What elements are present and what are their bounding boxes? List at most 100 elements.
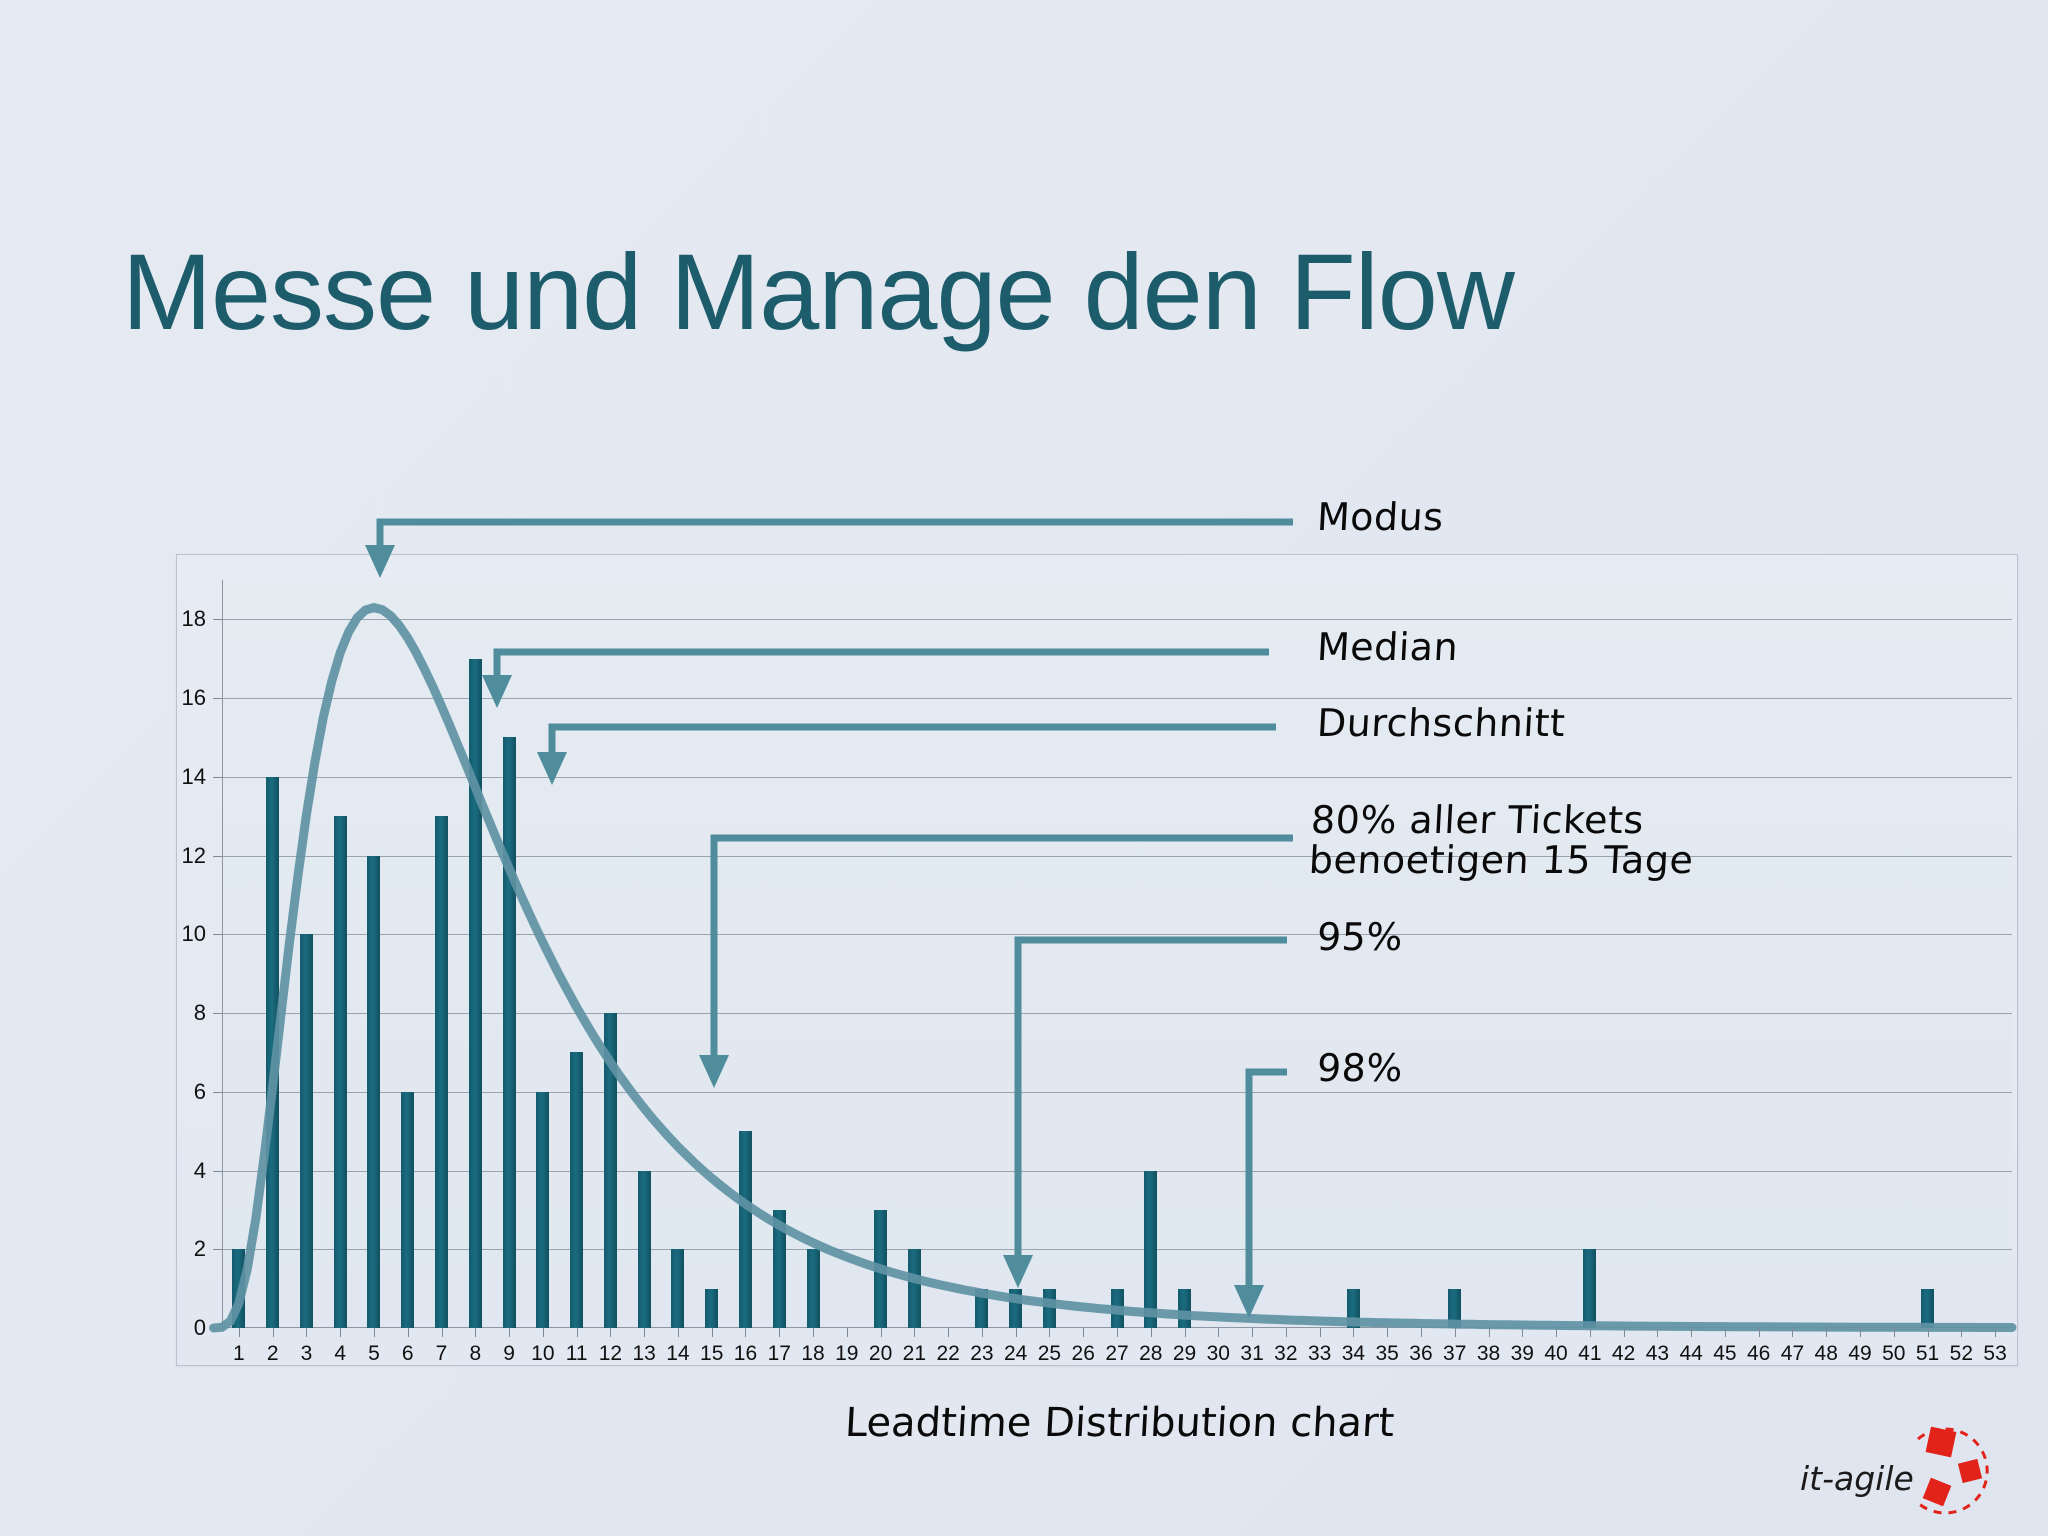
x-tick-mark bbox=[475, 1328, 477, 1337]
x-tick-label: 41 bbox=[1578, 1342, 1602, 1365]
x-tick-label: 5 bbox=[368, 1342, 380, 1365]
x-tick-mark bbox=[1893, 1328, 1895, 1337]
x-tick-mark bbox=[1961, 1328, 1963, 1337]
x-tick-label: 9 bbox=[503, 1342, 515, 1365]
x-tick-label: 46 bbox=[1747, 1342, 1771, 1365]
x-tick-label: 15 bbox=[700, 1342, 724, 1365]
x-tick-mark bbox=[542, 1328, 544, 1337]
x-tick-mark bbox=[779, 1328, 781, 1337]
x-tick-mark bbox=[1792, 1328, 1794, 1337]
x-tick-mark bbox=[1454, 1328, 1456, 1337]
gridline bbox=[222, 776, 2012, 778]
x-tick-label: 8 bbox=[469, 1342, 482, 1365]
arrow-modus bbox=[376, 518, 1293, 545]
x-tick-label: 52 bbox=[1949, 1342, 1974, 1365]
x-tick-mark bbox=[914, 1328, 916, 1337]
bar-6 bbox=[401, 1091, 415, 1328]
x-tick-label: 53 bbox=[1983, 1342, 2007, 1365]
y-tick-label: 8 bbox=[193, 1000, 206, 1026]
x-tick-mark bbox=[1522, 1328, 1524, 1337]
x-tick-label: 33 bbox=[1307, 1342, 1332, 1365]
gridline bbox=[222, 934, 2012, 936]
y-tick-mark bbox=[213, 934, 222, 936]
x-tick-mark bbox=[340, 1328, 342, 1337]
annotation-median: Median bbox=[1315, 625, 1460, 669]
arrowhead-durchschnitt bbox=[537, 752, 567, 785]
arrowhead-p98 bbox=[1234, 1285, 1264, 1318]
x-tick-mark bbox=[1995, 1328, 1997, 1337]
arrow-p98 bbox=[1245, 1068, 1287, 1285]
x-tick-label: 39 bbox=[1510, 1342, 1534, 1365]
x-tick-mark bbox=[1826, 1328, 1828, 1337]
bar-51 bbox=[1921, 1288, 1935, 1328]
x-tick-label: 7 bbox=[435, 1342, 448, 1365]
bar-5 bbox=[367, 855, 381, 1328]
plot-background bbox=[222, 580, 2012, 1328]
x-tick-mark bbox=[373, 1328, 375, 1337]
x-tick-mark bbox=[272, 1328, 274, 1337]
x-tick-mark bbox=[1218, 1328, 1220, 1337]
gridline bbox=[222, 619, 2012, 621]
x-tick-label: 10 bbox=[531, 1342, 555, 1365]
x-tick-mark bbox=[509, 1328, 511, 1337]
arrowhead-modus bbox=[365, 545, 395, 578]
arrow-p95 bbox=[1014, 936, 1287, 1255]
y-tick-label: 2 bbox=[193, 1236, 206, 1262]
gridline bbox=[222, 1170, 2012, 1172]
x-tick-mark bbox=[407, 1328, 409, 1337]
y-tick-mark bbox=[213, 1170, 222, 1172]
gridline bbox=[222, 698, 2012, 700]
bar-3 bbox=[299, 934, 313, 1328]
x-tick-label: 30 bbox=[1206, 1342, 1230, 1365]
x-tick-mark bbox=[1860, 1328, 1862, 1337]
x-tick-mark bbox=[1150, 1328, 1152, 1337]
x-tick-label: 35 bbox=[1375, 1342, 1399, 1365]
arrowhead-p80 bbox=[699, 1055, 729, 1088]
x-tick-mark bbox=[1252, 1328, 1254, 1337]
bar-17 bbox=[772, 1209, 786, 1328]
x-tick-label: 20 bbox=[868, 1342, 893, 1365]
y-axis bbox=[222, 580, 223, 1328]
x-tick-mark bbox=[306, 1328, 308, 1337]
x-tick-mark bbox=[1927, 1328, 1929, 1337]
bar-10 bbox=[536, 1091, 550, 1328]
x-tick-mark bbox=[1724, 1328, 1726, 1337]
bar-28 bbox=[1144, 1170, 1158, 1328]
bar-4 bbox=[333, 816, 347, 1328]
it-agile-logo: it-agile bbox=[1800, 1425, 2010, 1520]
x-tick-label: 51 bbox=[1915, 1342, 1940, 1365]
x-tick-mark bbox=[1488, 1328, 1490, 1337]
x-tick-mark bbox=[1691, 1328, 1693, 1337]
x-tick-label: 38 bbox=[1476, 1342, 1501, 1365]
x-tick-mark bbox=[1319, 1328, 1321, 1337]
x-tick-mark bbox=[1758, 1328, 1760, 1337]
y-tick-label: 0 bbox=[193, 1315, 206, 1340]
bar-12 bbox=[603, 1013, 617, 1328]
x-tick-mark bbox=[1353, 1328, 1355, 1337]
x-tick-label: 13 bbox=[632, 1342, 656, 1365]
bar-13 bbox=[637, 1170, 651, 1328]
logo-mark bbox=[1917, 1426, 1989, 1515]
y-tick-mark bbox=[213, 1249, 222, 1251]
bar-21 bbox=[907, 1249, 921, 1328]
x-tick-mark bbox=[677, 1328, 679, 1337]
x-tick-mark bbox=[1083, 1328, 1085, 1337]
x-tick-mark bbox=[1184, 1328, 1186, 1337]
x-tick-label: 27 bbox=[1105, 1342, 1129, 1365]
x-tick-label: 28 bbox=[1139, 1342, 1163, 1365]
x-tick-label: 43 bbox=[1645, 1342, 1670, 1365]
y-tick-label: 14 bbox=[181, 763, 206, 789]
gridline bbox=[222, 855, 2012, 857]
distribution-curve bbox=[209, 602, 2017, 1333]
x-tick-mark bbox=[1556, 1328, 1558, 1337]
x-tick-label: 1 bbox=[233, 1342, 245, 1365]
y-tick-label: 6 bbox=[193, 1078, 206, 1104]
x-tick-label: 44 bbox=[1679, 1342, 1703, 1365]
bar-41 bbox=[1583, 1249, 1597, 1328]
x-tick-mark bbox=[1387, 1328, 1389, 1337]
x-tick-label: 50 bbox=[1882, 1342, 1906, 1365]
x-tick-mark bbox=[1117, 1328, 1118, 1337]
x-tick-label: 18 bbox=[801, 1342, 825, 1365]
x-tick-label: 45 bbox=[1713, 1342, 1737, 1365]
